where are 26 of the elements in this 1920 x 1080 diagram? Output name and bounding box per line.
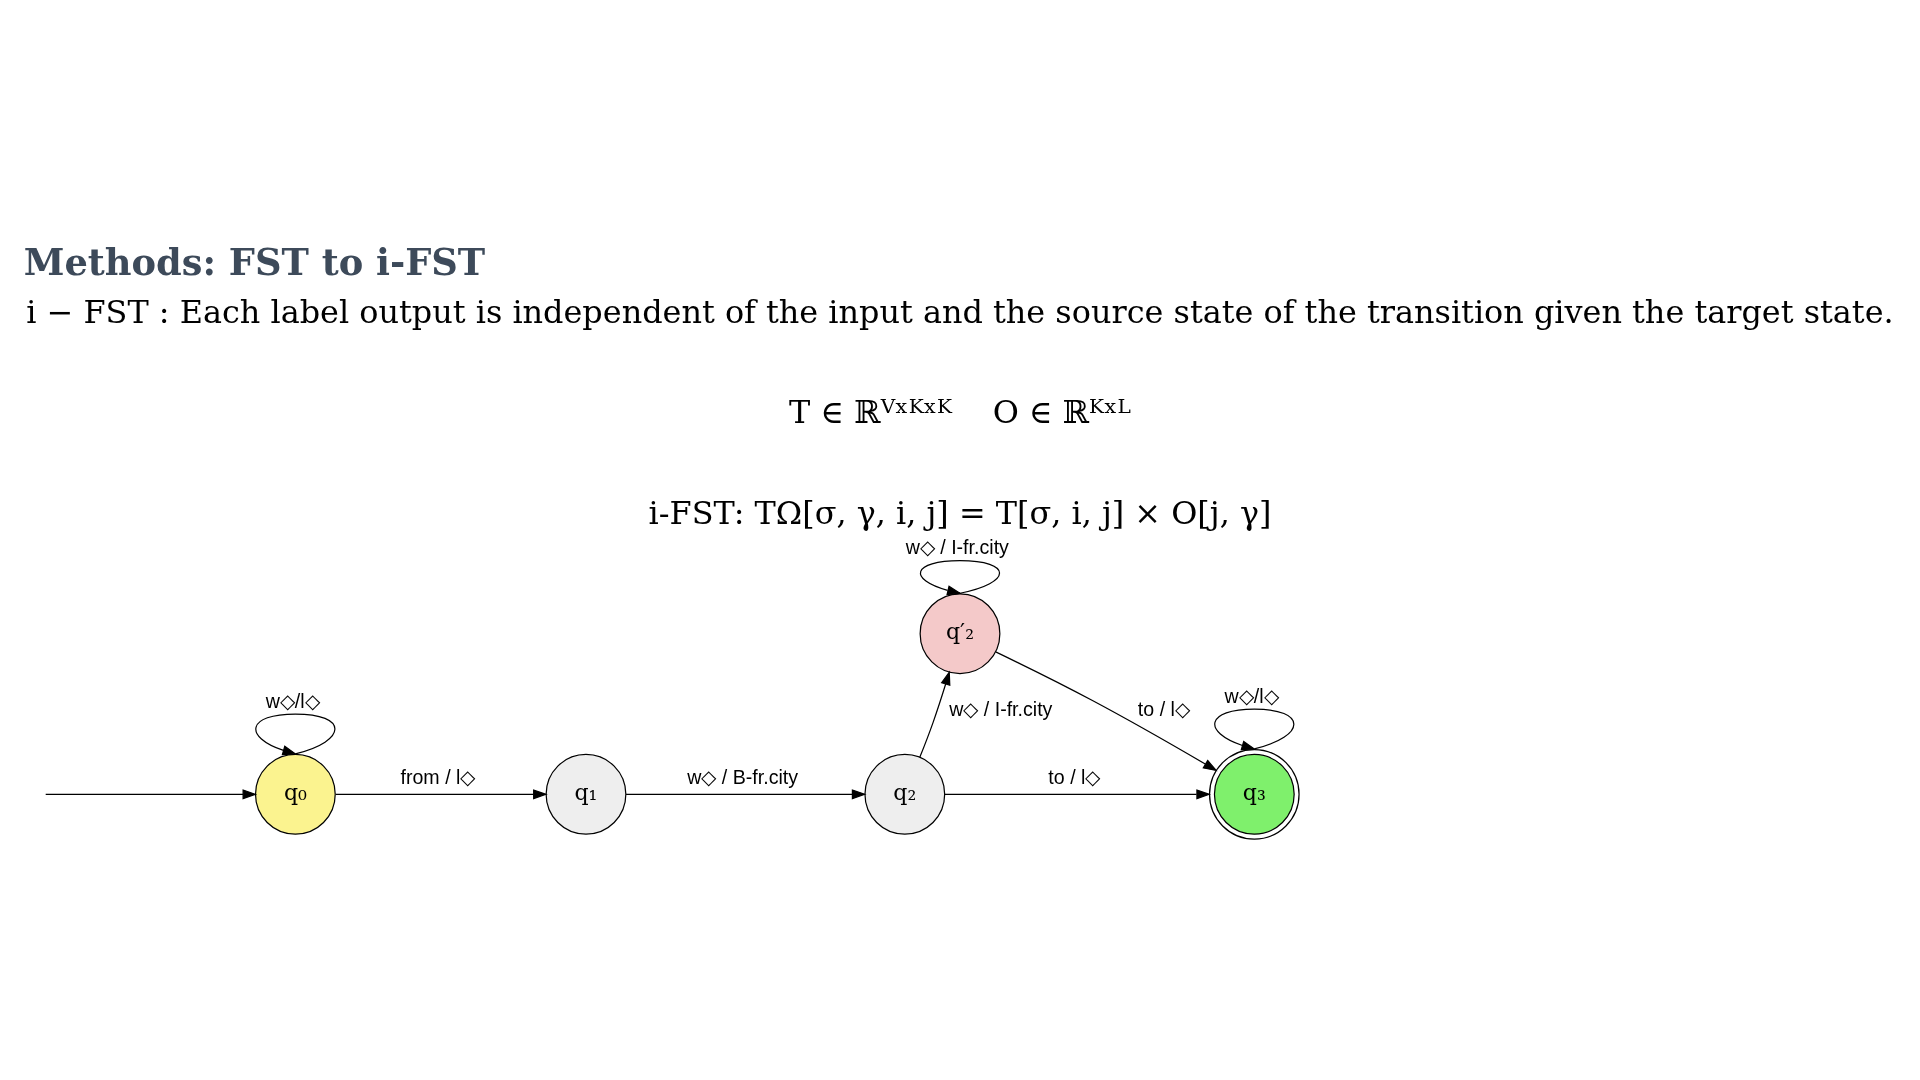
diagram-title: Methods: FST to i-FST [23, 239, 486, 284]
node-circle: q₁ [545, 753, 627, 835]
node-circle: q′₂ [919, 592, 1001, 674]
arrow [995, 650, 1218, 771]
edge-label: to / l◇ [1137, 697, 1190, 720]
arrow [919, 669, 951, 758]
arrow [625, 788, 867, 799]
edge-label: w◇ / B-fr.city [687, 765, 799, 788]
edge-label: w◇ / I-fr.city [905, 535, 1009, 558]
edge-label: to / l◇ [1048, 765, 1101, 788]
arrow [45, 788, 258, 799]
edge-label: w◇ / I-fr.city [949, 697, 1053, 720]
label: i − FST : Each label output is independent of the input and the source state of the transition given the target state. [26, 292, 1894, 331]
node-circle: q₂ [864, 753, 946, 835]
arrow [944, 788, 1212, 799]
arrow [1214, 708, 1295, 750]
arrow [255, 712, 336, 755]
edge-label: w◇/l◇ [265, 689, 320, 712]
edge-label: w◇/l◇ [1224, 684, 1279, 707]
node-circle: q₀ [254, 753, 336, 835]
arrow [920, 559, 1001, 595]
node-circle: q₃ [1208, 748, 1300, 840]
arrow [335, 788, 548, 799]
label: i-FST: TΩ[σ, γ, i, j] = T[σ, i, j] × O[j, γ] [648, 493, 1272, 532]
label: T ∈ ℝⱽˣᴷˣᴷ O ∈ ℝᴷˣᴸ [789, 392, 1131, 431]
edge-label: from / l◇ [400, 765, 476, 788]
